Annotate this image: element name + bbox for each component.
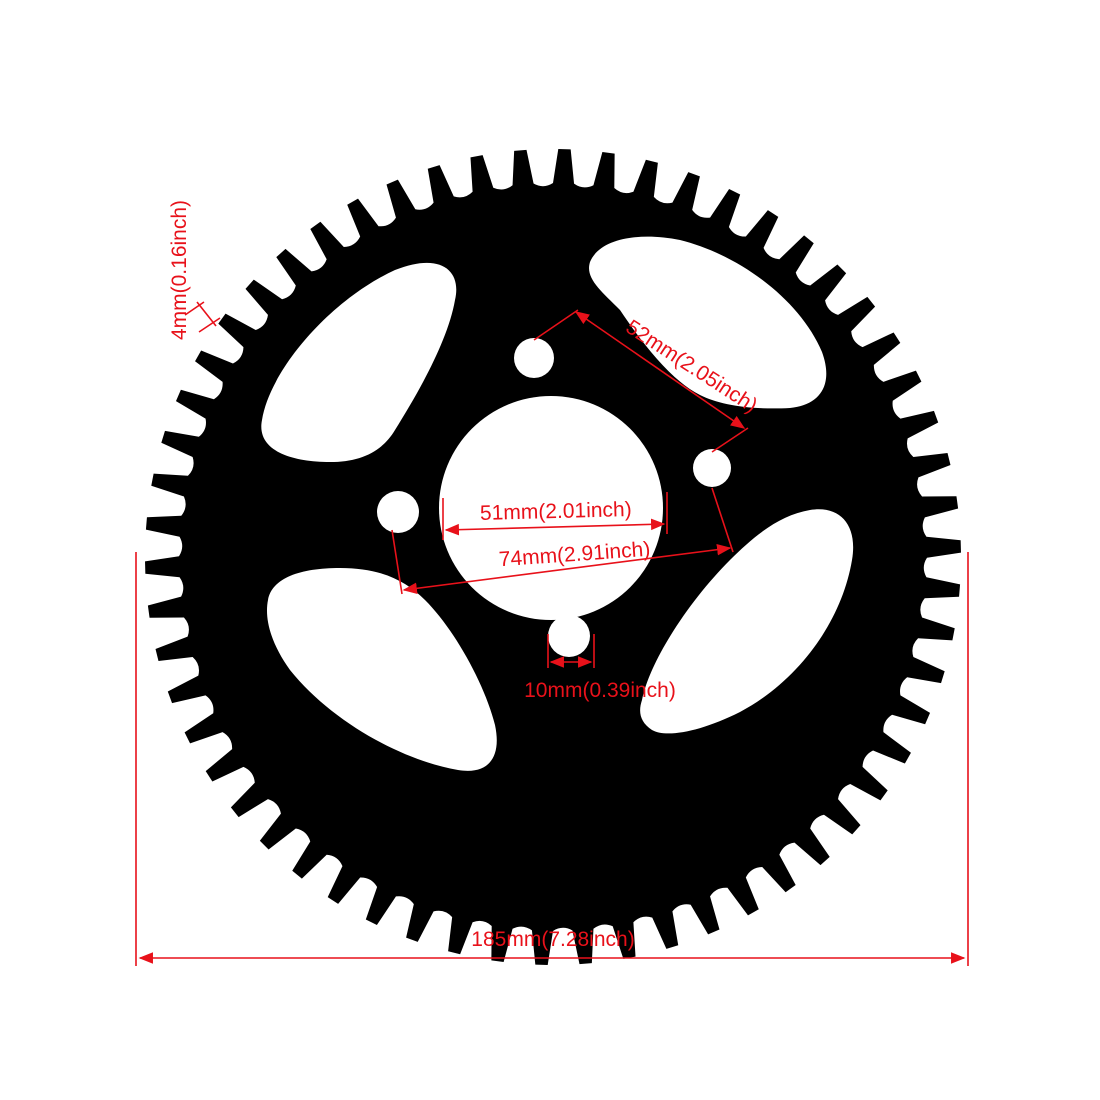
bolt-hole-top [514, 338, 554, 378]
cutout-lower-right [640, 509, 854, 734]
bolt-circle-ext-right [711, 487, 734, 553]
bolt-spacing-ext-top [533, 309, 579, 341]
tooth-arrow [196, 301, 217, 327]
bolt-circle-ext-left [391, 529, 403, 595]
tooth-ext-top [184, 301, 205, 316]
dimension-lines [135, 301, 969, 966]
bolt-hole-label: 10mm(0.39inch) [524, 679, 676, 702]
cutout-lower-left [266, 568, 497, 771]
tooth-ext-bottom [198, 317, 221, 333]
center-bore-arrow [444, 518, 666, 536]
tooth-thickness-label: 4mm(0.16inch) [168, 200, 191, 340]
sprocket-cutouts [261, 236, 854, 771]
bolt-hole-right [693, 449, 731, 487]
bolt-hole-left [377, 491, 419, 533]
bolt-circle-arrow [402, 543, 732, 595]
outer-diameter-label: 185mm(7.28inch) [471, 928, 634, 951]
bolt-spacing-arrow [574, 311, 746, 429]
cutout-upper-left [261, 262, 457, 462]
bolt-hole-bottom [548, 615, 590, 657]
bolt-spacing-ext-right [711, 427, 749, 453]
center-bore-label: 51mm(2.01inch) [480, 498, 632, 525]
